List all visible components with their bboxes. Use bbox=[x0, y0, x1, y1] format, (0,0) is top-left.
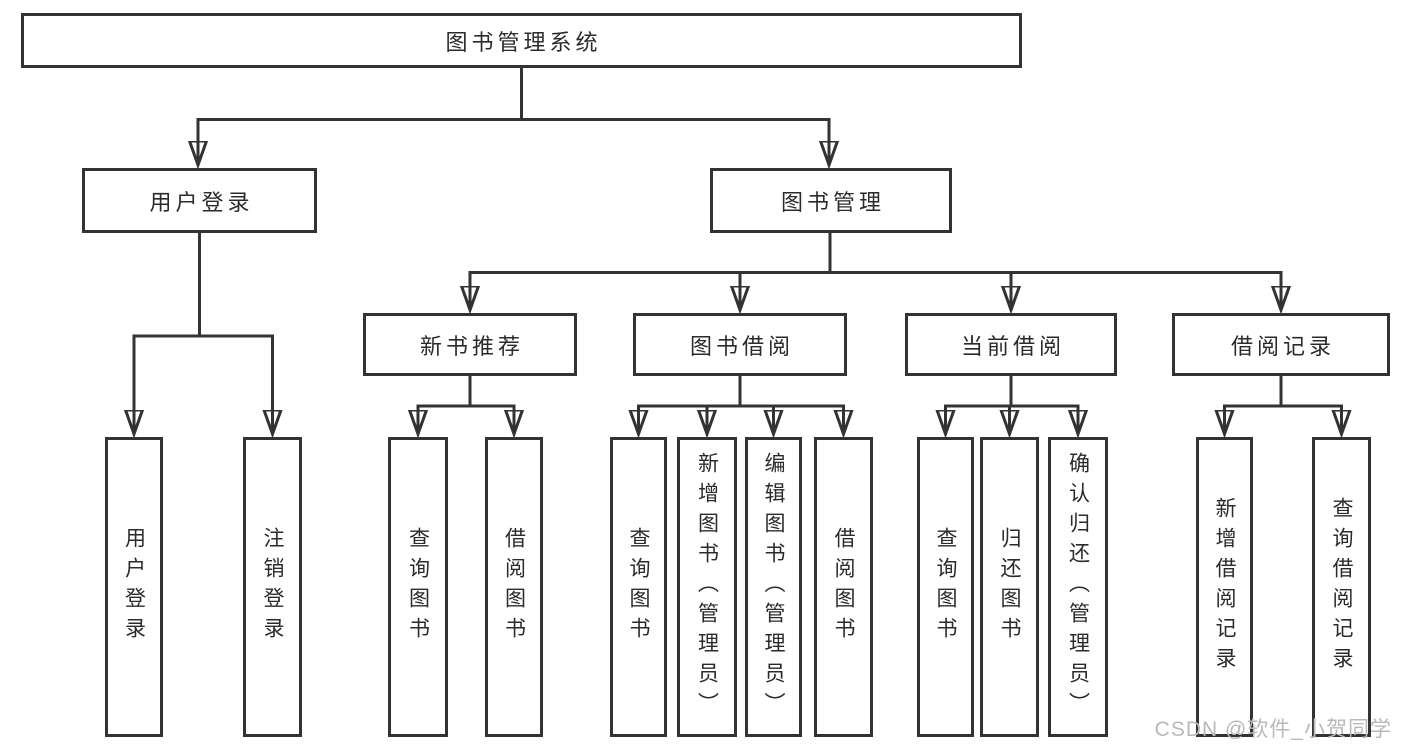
watermark: CSDN @软件_小贺同学 bbox=[1154, 718, 1392, 741]
leaf-query-borrow-record: 查询借阅记录 bbox=[1312, 437, 1371, 737]
node-borrowing-records: 借阅记录 bbox=[1172, 313, 1390, 376]
node-new-book-recommendation: 新书推荐 bbox=[363, 313, 577, 376]
node-current-borrowing: 当前借阅 bbox=[905, 313, 1117, 376]
leaf-query-books-borrow: 查询图书 bbox=[610, 437, 667, 737]
leaf-logout: 注销登录 bbox=[243, 437, 302, 737]
node-book-management: 图书管理 bbox=[710, 168, 952, 233]
leaf-add-books-admin: 新增图书（管理员） bbox=[677, 437, 737, 737]
leaf-return-books: 归还图书 bbox=[980, 437, 1039, 737]
leaf-edit-books-admin: 编辑图书（管理员） bbox=[745, 437, 802, 737]
leaf-borrow-books-recommend: 借阅图书 bbox=[485, 437, 543, 737]
leaf-add-borrow-record: 新增借阅记录 bbox=[1196, 437, 1253, 737]
leaf-query-books-recommend: 查询图书 bbox=[388, 437, 448, 737]
node-user-login: 用户登录 bbox=[82, 168, 317, 233]
node-library-management-system: 图书管理系统 bbox=[21, 13, 1022, 68]
leaf-query-books-current: 查询图书 bbox=[917, 437, 974, 737]
leaf-confirm-return-admin: 确认归还（管理员） bbox=[1048, 437, 1108, 737]
node-book-borrowing: 图书借阅 bbox=[633, 313, 847, 376]
leaf-borrow-books: 借阅图书 bbox=[814, 437, 873, 737]
leaf-user-login: 用户登录 bbox=[105, 437, 163, 737]
